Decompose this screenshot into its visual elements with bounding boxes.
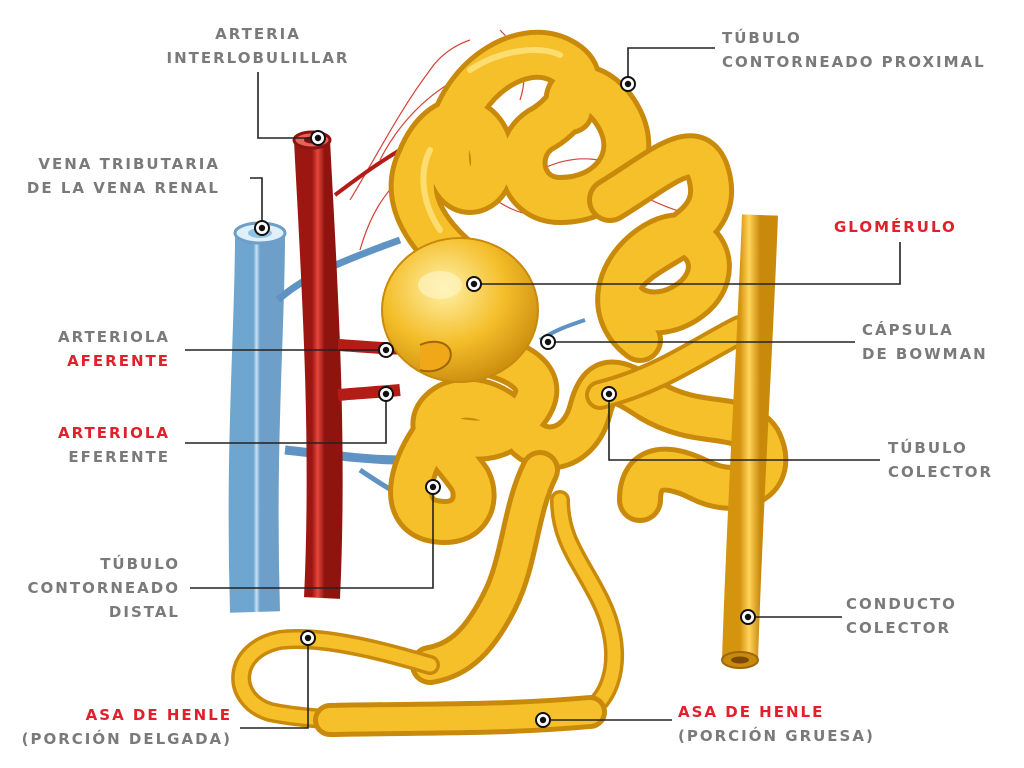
label-line: DE BOWMAN (862, 345, 988, 363)
label-line: AFERENTE (67, 352, 170, 370)
dot-capsula-bowman (540, 334, 556, 350)
label-vena-tributaria: VENA TRIBUTARIA DE LA VENA RENAL (10, 152, 220, 200)
label-arteria-interlobulillar: ARTERIA INTERLOBULILLAR (158, 22, 358, 70)
dot-arteria-interlobulillar (310, 130, 326, 146)
label-line: TÚBULO (100, 555, 180, 573)
label-line: CONTORNEADO PROXIMAL (722, 53, 986, 71)
label-tubulo-colector: TÚBULO COLECTOR (888, 436, 993, 484)
dot-tubulo-colector (601, 386, 617, 402)
label-asa-henle-delgada: ASA DE HENLE (PORCIÓN DELGADA) (6, 703, 232, 751)
label-line: INTERLOBULILLAR (166, 49, 350, 67)
dot-tubulo-proximal (620, 76, 636, 92)
label-line: GLOMÉRULO (834, 218, 957, 236)
label-tubulo-distal: TÚBULO CONTORNEADO DISTAL (10, 552, 180, 624)
label-line: COLECTOR (846, 619, 952, 637)
label-line: VENA TRIBUTARIA (38, 155, 220, 173)
label-line: DISTAL (108, 603, 180, 621)
label-line: TÚBULO (888, 439, 968, 457)
label-tubulo-proximal: TÚBULO CONTORNEADO PROXIMAL (722, 26, 986, 74)
dot-vena-tributaria (254, 220, 270, 236)
label-line: (PORCIÓN GRUESA) (678, 727, 875, 745)
dot-arteriola-aferente (378, 342, 394, 358)
label-line: ARTERIOLA (57, 424, 170, 442)
dot-tubulo-distal (425, 479, 441, 495)
label-line: (PORCIÓN DELGADA) (21, 730, 232, 748)
dot-asa-henle-delgada (300, 630, 316, 646)
label-arteriola-aferente: ARTERIOLA AFERENTE (10, 325, 170, 373)
label-line: DE LA VENA RENAL (26, 179, 220, 197)
marker-dots (254, 76, 756, 728)
label-arteriola-eferente: ARTERIOLA EFERENTE (10, 421, 170, 469)
dot-asa-henle-gruesa (535, 712, 551, 728)
label-line: ARTERIOLA (57, 328, 170, 346)
label-line: CONDUCTO (846, 595, 957, 613)
label-line: TÚBULO (722, 29, 802, 47)
label-line: COLECTOR (888, 463, 994, 481)
leader-lines (185, 47, 901, 729)
dot-conducto-colector (740, 609, 756, 625)
collecting-duct (721, 214, 778, 669)
label-conducto-colector: CONDUCTO COLECTOR (846, 592, 957, 640)
label-line: ARTERIA (215, 25, 301, 43)
label-asa-henle-gruesa: ASA DE HENLE (PORCIÓN GRUESA) (678, 700, 875, 748)
label-line: ASA DE HENLE (678, 703, 825, 721)
label-line: ASA DE HENLE (85, 706, 232, 724)
label-line: CÁPSULA (862, 321, 954, 339)
dot-glomerulo (466, 276, 482, 292)
dot-arteriola-eferente (378, 386, 394, 402)
label-line: CONTORNEADO (27, 579, 180, 597)
label-capsula-bowman: CÁPSULA DE BOWMAN (862, 318, 988, 366)
glomerulus (381, 237, 539, 383)
label-line: EFERENTE (68, 448, 170, 466)
label-glomerulo: GLOMÉRULO (834, 215, 957, 239)
